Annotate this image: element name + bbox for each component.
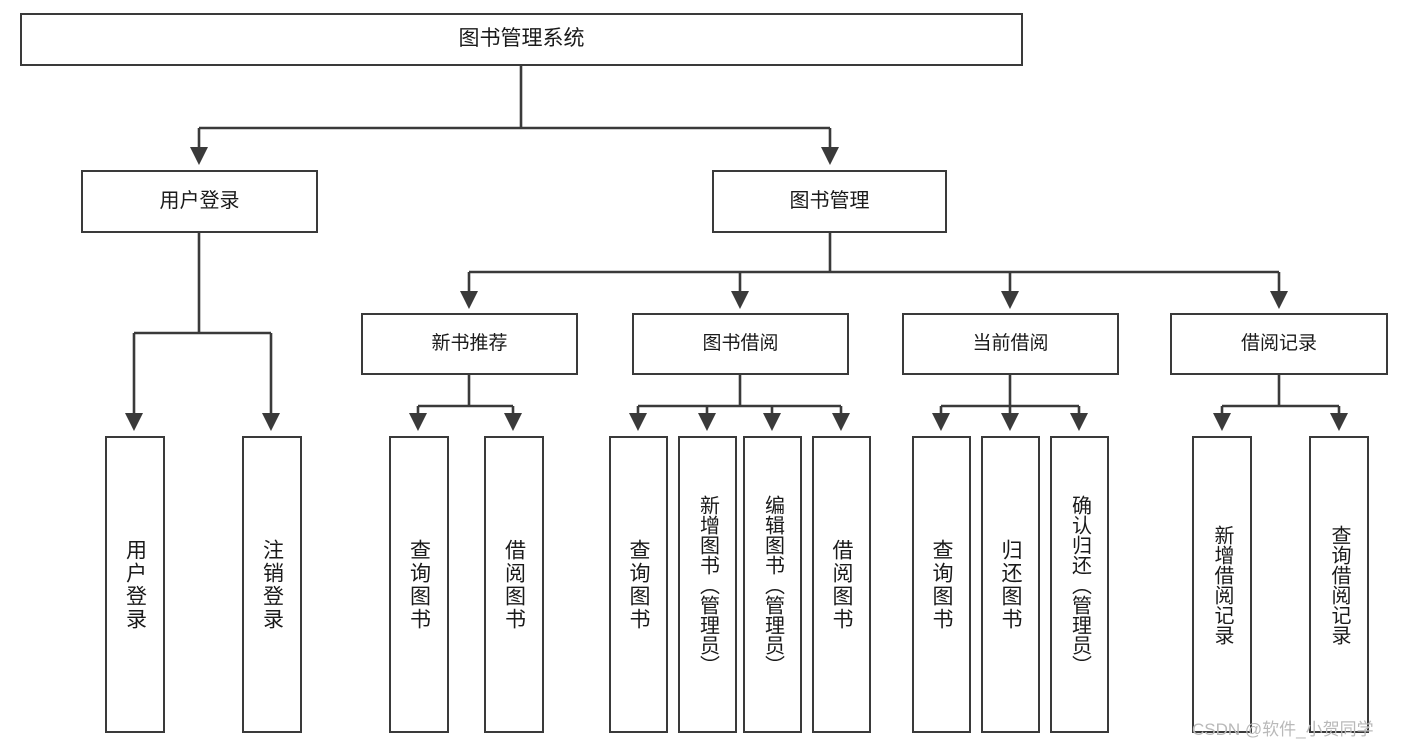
node-leaf-borrow-book-2-label: 借阅图书 (830, 538, 853, 631)
node-leaf-query-book-2-label: 查询图书 (627, 538, 650, 631)
csdn-watermark: CSDN @软件_小贺同学 (1192, 720, 1374, 739)
node-leaf-query-book-3-label: 查询图书 (930, 538, 953, 631)
node-leaf-confirm-return-label: 确认归还（管理员） (1068, 494, 1091, 675)
node-user-login-label: 用户登录 (159, 190, 240, 212)
node-new-book-recommend-label: 新书推荐 (431, 333, 508, 355)
node-leaf-user-logout[interactable]: 注销登录 (242, 436, 302, 733)
node-leaf-add-book-label: 新增图书（管理员） (696, 494, 719, 675)
node-leaf-query-record-label: 查询借阅记录 (1328, 524, 1350, 645)
node-current-borrow[interactable]: 当前借阅 (902, 313, 1119, 375)
node-book-management-label: 图书管理 (789, 190, 870, 212)
node-leaf-edit-book[interactable]: 编辑图书（管理员） (743, 436, 802, 733)
node-leaf-user-logout-label: 注销登录 (260, 538, 284, 631)
node-leaf-query-book-2[interactable]: 查询图书 (609, 436, 668, 733)
node-book-borrow-label: 图书借阅 (702, 333, 779, 355)
node-leaf-query-book-1-label: 查询图书 (407, 538, 431, 631)
node-leaf-borrow-book-1-label: 借阅图书 (502, 538, 526, 631)
node-root[interactable]: 图书管理系统 (20, 13, 1023, 66)
node-borrow-record-label: 借阅记录 (1240, 333, 1317, 355)
node-leaf-add-record-label: 新增借阅记录 (1211, 524, 1233, 645)
node-leaf-confirm-return[interactable]: 确认归还（管理员） (1050, 436, 1109, 733)
node-leaf-return-book[interactable]: 归还图书 (981, 436, 1040, 733)
node-leaf-query-book-3[interactable]: 查询图书 (912, 436, 971, 733)
node-leaf-add-book[interactable]: 新增图书（管理员） (678, 436, 737, 733)
node-leaf-query-record[interactable]: 查询借阅记录 (1309, 436, 1369, 733)
node-user-login[interactable]: 用户登录 (81, 170, 318, 233)
node-borrow-record[interactable]: 借阅记录 (1170, 313, 1388, 375)
node-leaf-user-login-label: 用户登录 (123, 538, 147, 631)
node-book-management[interactable]: 图书管理 (712, 170, 947, 233)
node-leaf-user-login[interactable]: 用户登录 (105, 436, 165, 733)
node-book-borrow[interactable]: 图书借阅 (632, 313, 849, 375)
node-leaf-edit-book-label: 编辑图书（管理员） (761, 494, 784, 675)
node-current-borrow-label: 当前借阅 (972, 333, 1049, 355)
node-leaf-borrow-book-1[interactable]: 借阅图书 (484, 436, 544, 733)
node-leaf-borrow-book-2[interactable]: 借阅图书 (812, 436, 871, 733)
node-leaf-add-record[interactable]: 新增借阅记录 (1192, 436, 1252, 733)
node-new-book-recommend[interactable]: 新书推荐 (361, 313, 578, 375)
node-leaf-query-book-1[interactable]: 查询图书 (389, 436, 449, 733)
node-root-label: 图书管理系统 (458, 27, 585, 51)
node-leaf-return-book-label: 归还图书 (999, 538, 1022, 631)
